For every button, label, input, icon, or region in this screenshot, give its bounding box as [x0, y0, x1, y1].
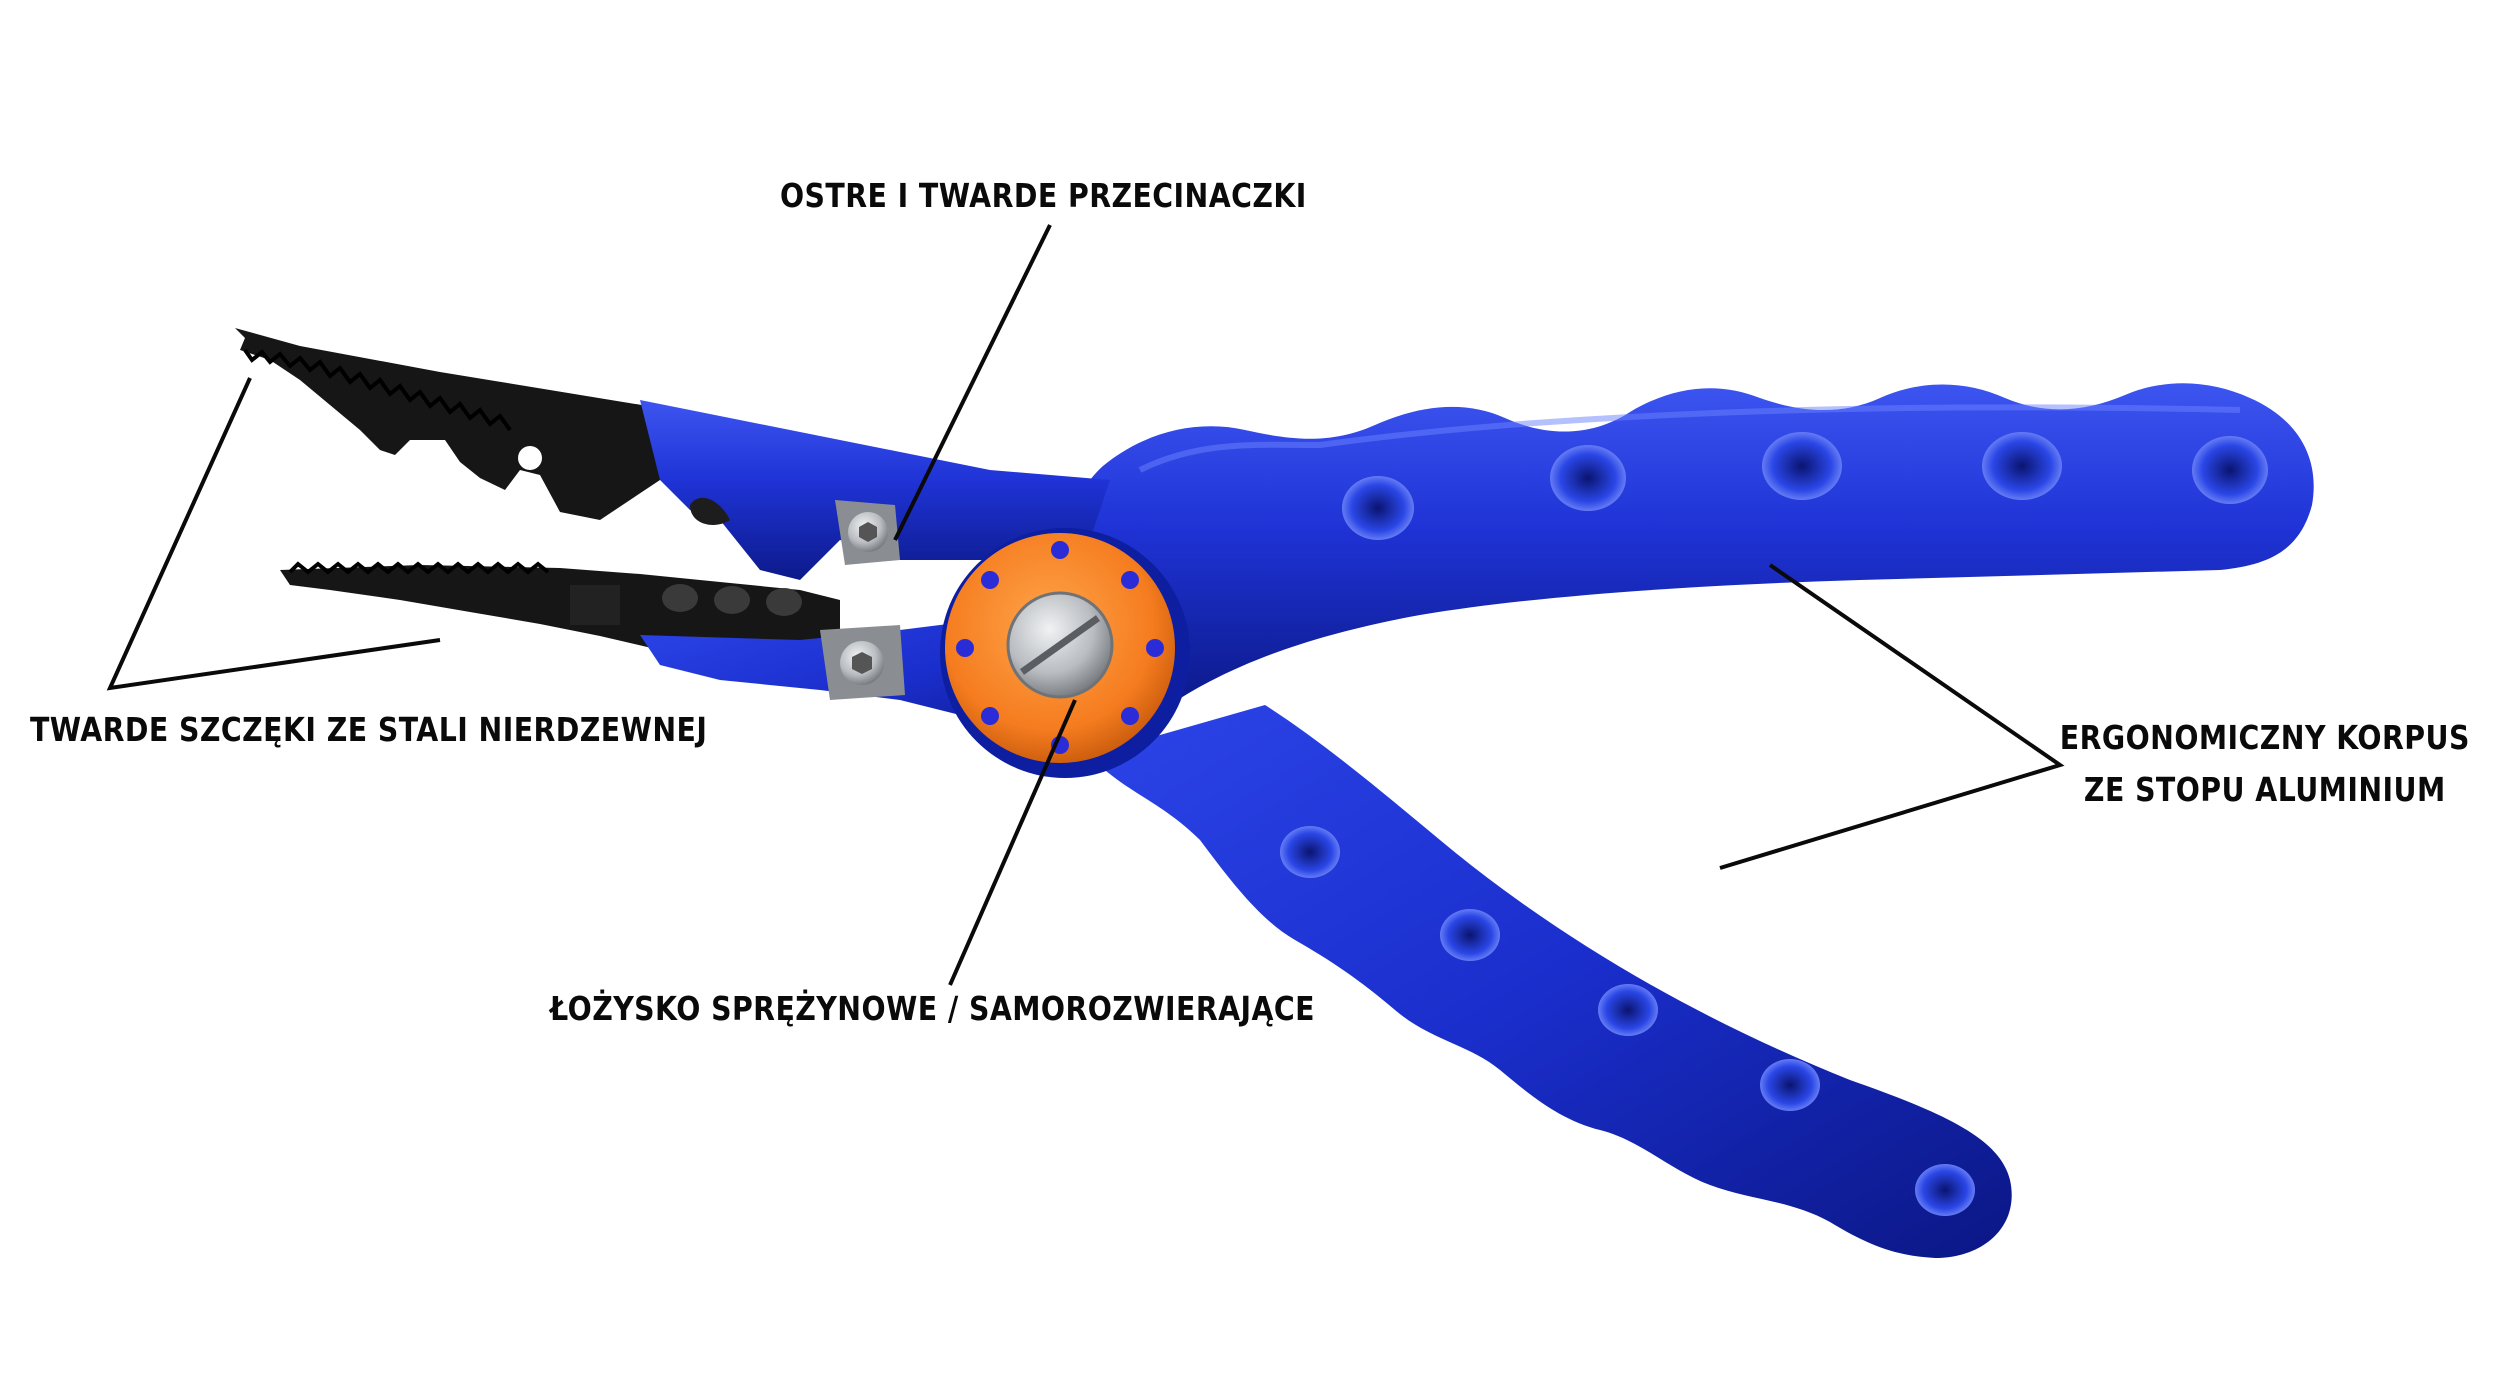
handle-hole	[1440, 909, 1500, 961]
handle-hole	[1982, 432, 2062, 500]
leader-line-cutters	[893, 224, 1052, 541]
upper-handle	[1057, 383, 2314, 705]
leader-lines	[106, 224, 2065, 986]
jaw-hole	[714, 586, 750, 614]
cutter-screw-lower	[820, 625, 905, 700]
label-jaws: TWARDE SZCZĘKI ZE STALI NIERDZEWNEJ	[30, 710, 708, 749]
handle-hole	[1550, 445, 1626, 511]
leader-line-spring	[948, 699, 1077, 986]
handle-hole	[1762, 432, 1842, 500]
label-body-line2: ZE STOPU ALUMINIUM	[2084, 770, 2446, 809]
leader-line-body	[1719, 563, 2065, 870]
handle-hole	[1760, 1059, 1820, 1111]
cutter-screw-upper	[835, 500, 900, 565]
spring-bearing	[940, 528, 1190, 778]
label-cutters: OSTRE I TWARDE PRZECINACZKI	[780, 176, 1307, 215]
handle-hole	[1280, 826, 1340, 878]
lower-handle	[1090, 705, 2012, 1258]
handle-hole	[1915, 1164, 1975, 1216]
jaw-notch	[518, 446, 542, 470]
upper-jaw	[235, 328, 660, 520]
handle-hole	[1598, 984, 1658, 1036]
leader-line-jaws	[106, 377, 441, 691]
jaw-hole	[766, 588, 802, 616]
label-body: ERGONOMICZNY KORPUS ZE STOPU ALUMINIUM	[2060, 712, 2470, 816]
bearing-hole	[956, 541, 1164, 754]
label-body-line1: ERGONOMICZNY KORPUS	[2059, 718, 2470, 757]
upper-jaw-arm	[640, 400, 1110, 580]
jaw-hole	[662, 584, 698, 612]
handle-hole	[1342, 476, 1414, 540]
handle-hole	[2192, 436, 2268, 504]
label-spring: ŁOŻYSKO SPRĘŻYNOWE / SAMOROZWIERAJĄCE	[550, 989, 1315, 1028]
